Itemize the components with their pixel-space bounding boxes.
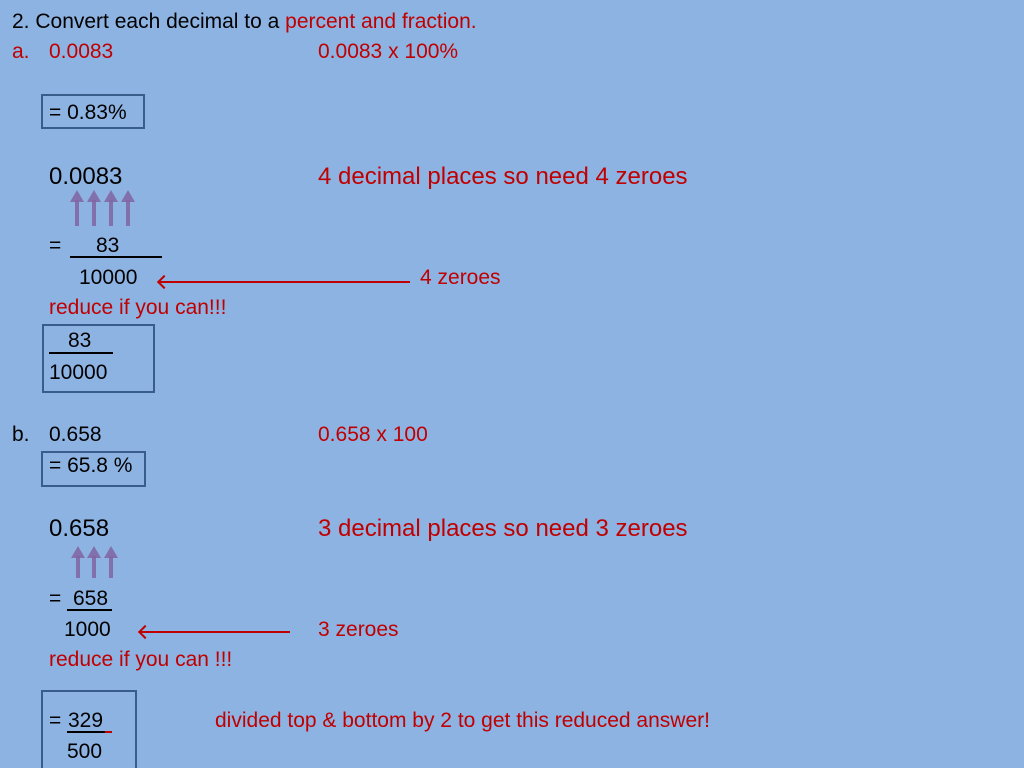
part-b-percent-box [41,451,146,487]
title-highlight: percent and fraction. [285,10,477,33]
up-arrow-icon [104,190,118,230]
part-a-multiply: 0.0083 x 100% [318,40,459,63]
part-a-decimal: 0.0083 [49,40,114,63]
part-a-percent-box [41,94,145,129]
part-a-decimal-again: 0.0083 [49,163,123,190]
part-b-numerator: 658 [73,587,109,610]
red-arrow-icon [139,631,290,633]
part-a-equals: = [49,234,62,257]
part-b-multiply: 0.658 x 100 [318,423,428,446]
part-a-label: a. [12,40,30,63]
part-b-final-box [41,690,137,768]
part-b-zeroes-note: 3 zeroes [318,618,399,641]
part-b-denominator: 1000 [64,618,111,641]
part-b-percent-answer: = 65.8 % [49,454,133,477]
up-arrow-icon [121,190,135,230]
part-a-final-box [42,324,155,393]
arrowhead-icon [156,274,172,290]
part-b-label: b. [12,423,30,446]
title-prefix: 2. Convert each decimal to a [12,10,286,33]
question-title: 2. Convert each decimal to a percent and… [12,11,477,32]
part-b-decimal: 0.658 [49,423,102,446]
fraction-bar [70,256,162,258]
fraction-bar [67,609,112,611]
part-a-zeroes-note: 4 zeroes [420,266,501,289]
part-b-places-note: 3 decimal places so need 3 zeroes [318,515,688,542]
part-b-reduce-note: reduce if you can !!! [49,648,233,671]
part-b-final-denominator: 500 [67,740,103,763]
fraction-bar-tail [105,731,112,733]
red-arrow-icon [158,281,410,283]
part-a-places-note: 4 decimal places so need 4 zeroes [318,163,688,190]
part-a-denominator: 10000 [79,266,138,289]
up-arrow-icon [104,546,118,582]
up-arrow-icon [71,546,85,582]
up-arrow-icon [87,190,101,230]
up-arrow-icon [70,190,84,230]
part-a-numerator: 83 [96,234,120,257]
fraction-bar [67,731,105,733]
up-arrow-icon [87,546,101,582]
part-a-reduce-note: reduce if you can!!! [49,296,227,319]
part-b-decimal-again: 0.658 [49,515,110,542]
part-a-percent-answer: = 0.83% [49,101,127,124]
part-a-final-denominator: 10000 [49,361,108,384]
part-b-final-numerator: 329 [68,709,104,732]
part-b-final-equals: = [49,709,62,732]
fraction-bar [49,352,113,354]
arrowhead-icon [137,624,153,640]
part-b-equals: = [49,587,62,610]
part-a-final-numerator: 83 [68,329,92,352]
part-b-reduced-note: divided top & bottom by 2 to get this re… [215,709,710,732]
